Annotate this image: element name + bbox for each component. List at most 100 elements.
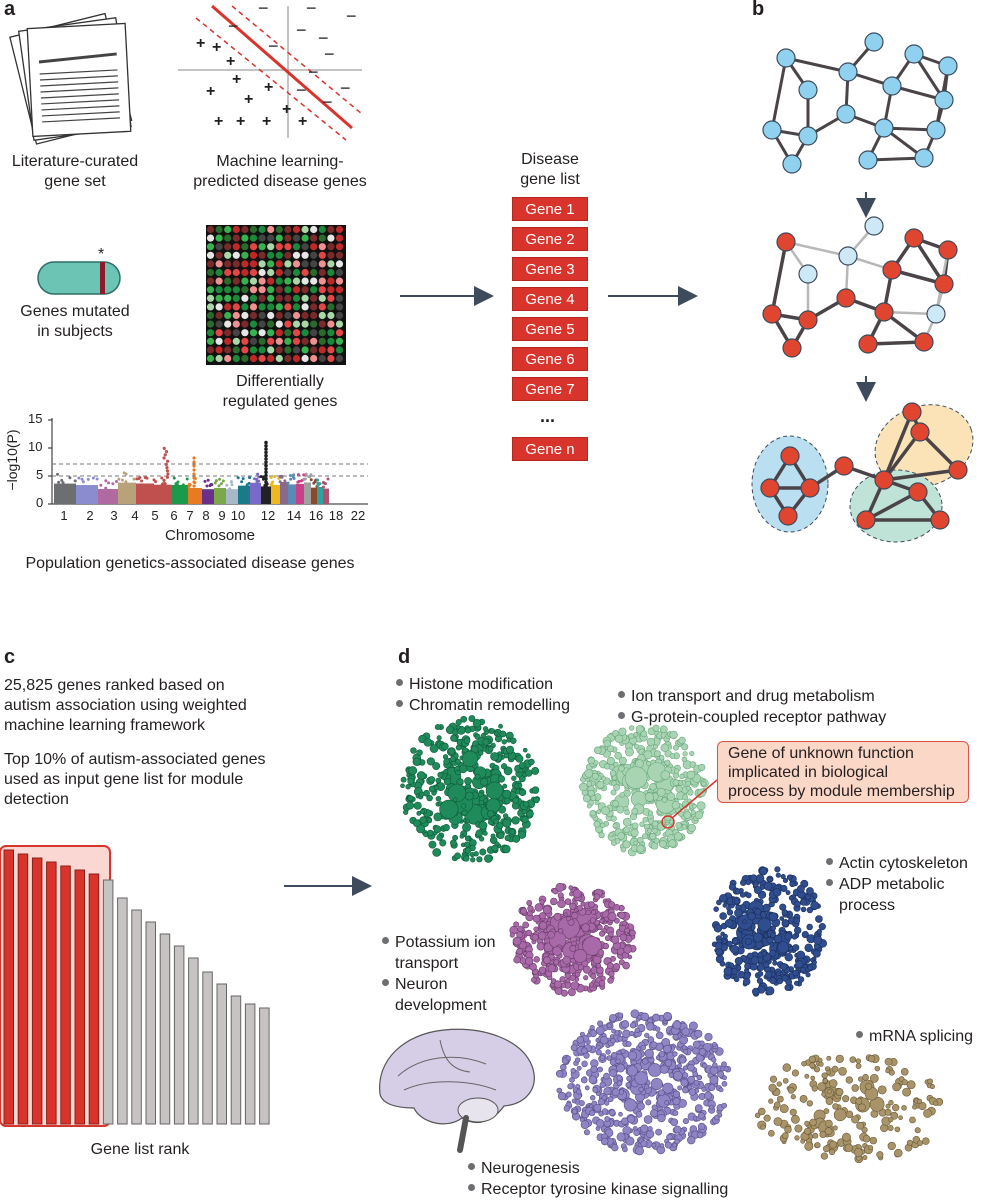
module-gene-node xyxy=(716,899,722,906)
module-gene-node xyxy=(677,1085,683,1091)
manhattan-point xyxy=(255,480,259,484)
minus-sign: − xyxy=(306,0,317,18)
heatmap-cell xyxy=(206,277,215,285)
module-gene-node xyxy=(447,783,467,803)
module-gene-node xyxy=(581,923,590,932)
chromosome-bar xyxy=(238,485,250,504)
manhattan-point xyxy=(140,479,144,483)
heatmap-cell xyxy=(215,346,223,354)
module-gene-node xyxy=(768,912,778,922)
heatmap-cell xyxy=(310,234,318,242)
module-gene-node xyxy=(794,1124,803,1133)
manhattan-point xyxy=(192,484,196,488)
module-gene-node xyxy=(753,886,762,895)
module-gene-node xyxy=(638,1086,644,1093)
module-gene-node xyxy=(687,1135,696,1145)
module-gene-node xyxy=(833,1108,847,1122)
heatmap-cell xyxy=(327,303,335,311)
module-gene-node xyxy=(765,970,773,979)
heatmap-cell xyxy=(292,311,301,320)
module-gene-node xyxy=(410,747,417,754)
heatmap-cell xyxy=(292,337,301,345)
manhattan-ytick: 5 xyxy=(36,467,44,482)
rank-bar xyxy=(202,971,213,1125)
module-gene-node xyxy=(582,794,591,803)
module-gene-node xyxy=(723,1066,729,1072)
module-gene-node xyxy=(439,839,447,847)
minus-sign: − xyxy=(258,0,269,18)
module-gene-node xyxy=(570,1044,578,1052)
heatmap-cell xyxy=(267,329,275,337)
heatmap-cell xyxy=(232,320,240,328)
module-gene-node xyxy=(682,751,688,757)
gene-item: Gene 1 xyxy=(512,197,588,221)
network-initial xyxy=(762,32,958,174)
module-gene-node xyxy=(792,969,799,977)
module-gene-node xyxy=(672,1020,682,1030)
heatmap-cell xyxy=(301,337,309,345)
rank-bar xyxy=(102,879,114,1125)
module-gene-node xyxy=(655,1026,661,1032)
module-gene-node xyxy=(923,1109,932,1118)
module-gene-node xyxy=(691,803,697,809)
module-gene-node xyxy=(672,744,679,751)
module-gene-node xyxy=(747,912,756,921)
module-gene-node xyxy=(610,1038,616,1044)
module-gene-node xyxy=(744,962,751,970)
module-gene-node xyxy=(407,777,415,785)
heatmap-cell xyxy=(249,320,258,328)
module-gene-node xyxy=(769,932,776,939)
module-gene-node xyxy=(654,750,661,757)
network-node xyxy=(914,332,934,352)
heatmap-cell xyxy=(224,337,232,345)
module-gene-node xyxy=(629,929,636,937)
module-gene-node xyxy=(533,926,539,932)
module-gene-node xyxy=(901,1105,907,1111)
heatmap-cell xyxy=(206,286,215,294)
heatmap-cell xyxy=(224,251,232,259)
module-gene-node xyxy=(590,794,597,802)
rank-bar xyxy=(230,995,242,1125)
module-gene-node xyxy=(758,1107,766,1116)
module-gene-node xyxy=(643,1115,653,1124)
module-gene-node xyxy=(582,936,602,956)
heatmap-cell xyxy=(318,277,326,285)
heatmap-cell xyxy=(267,354,275,363)
module-gene-node xyxy=(822,1145,830,1153)
module-gene-node xyxy=(701,781,707,787)
module-gene-node xyxy=(912,1104,918,1110)
heatmap-cell xyxy=(224,346,232,354)
module-gene-node xyxy=(622,1146,628,1153)
module-gene-node xyxy=(779,1104,789,1114)
rank-bar xyxy=(131,909,142,1125)
heatmap-cell xyxy=(301,251,309,259)
module-gene-node xyxy=(658,1089,665,1096)
manhattan-point xyxy=(81,480,85,484)
heatmap-cell xyxy=(284,294,292,302)
module-gene-node xyxy=(745,879,752,886)
manhattan-point xyxy=(117,477,121,481)
gene-item: Gene 5 xyxy=(512,317,588,341)
module-gene-node xyxy=(664,1059,673,1067)
module-gene-node xyxy=(567,1083,574,1090)
module-gene-node xyxy=(582,965,591,974)
module-gene-node xyxy=(614,751,622,760)
module-gene-node xyxy=(434,724,441,731)
module-gene-node xyxy=(497,831,505,840)
module-gene-node xyxy=(617,1035,624,1042)
module-gene-node xyxy=(609,1014,617,1022)
manhattan-point xyxy=(91,476,95,480)
module-gene-node xyxy=(607,745,615,753)
manhattan-point xyxy=(160,483,164,487)
heatmap-cell xyxy=(267,251,275,259)
module-gene-node xyxy=(811,1085,818,1092)
module-gene-node xyxy=(657,1093,671,1108)
manhattan-xtick: 9 xyxy=(218,508,226,523)
heatmap-cell xyxy=(275,243,283,251)
module-gene-node xyxy=(633,840,639,846)
module-gene-node xyxy=(627,1115,636,1124)
module-gene-node xyxy=(413,801,422,810)
manhattan-ytick: 15 xyxy=(28,411,43,426)
heatmap-cell xyxy=(335,277,344,285)
module-gene-node xyxy=(927,1078,933,1085)
